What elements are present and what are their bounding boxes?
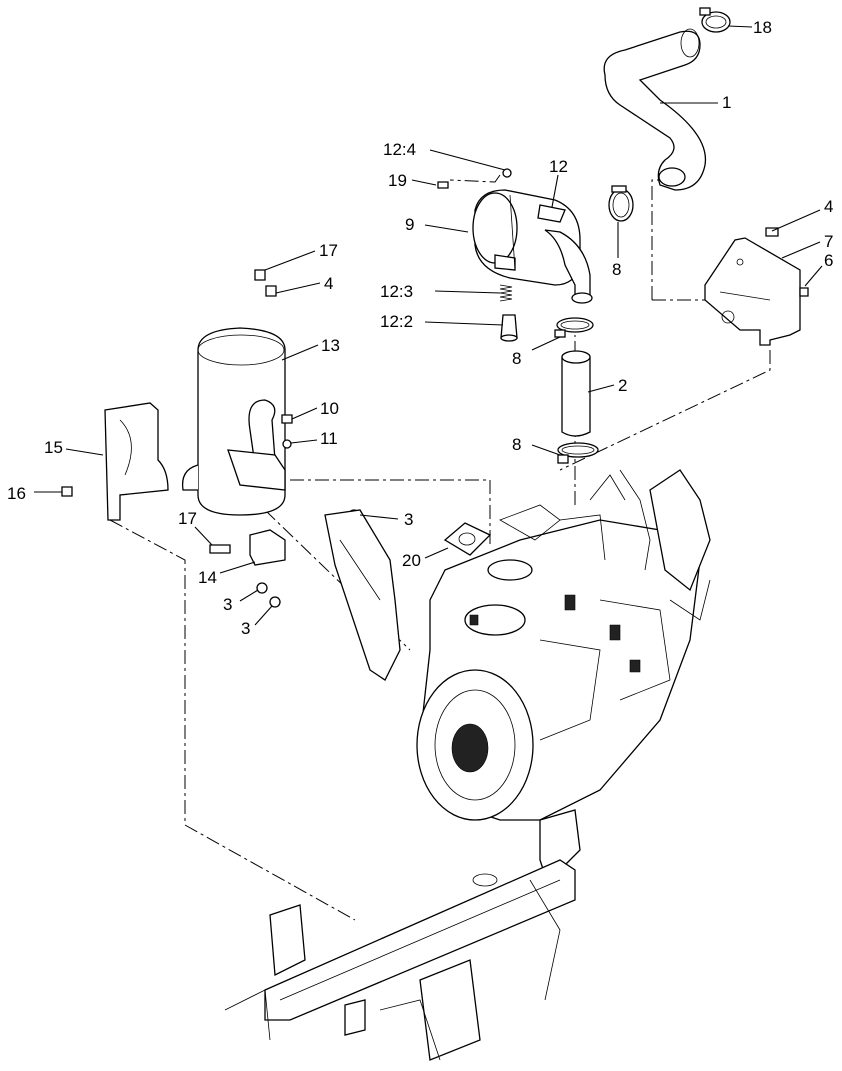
bracket-part-14 (249, 529, 286, 566)
callout-16: 16 (7, 484, 26, 503)
callout-17-lower: 17 (178, 509, 197, 528)
callout-8-middle: 8 (512, 349, 521, 368)
callout-11: 11 (320, 429, 338, 448)
hose-clamp-part-8-lower (557, 442, 599, 464)
callout-3-mid: 3 (223, 595, 232, 614)
callout-12: 12 (549, 157, 568, 176)
valve-part-12-2 (500, 314, 518, 342)
bracket-part-7 (704, 237, 801, 346)
callout-1: 1 (722, 93, 731, 112)
chassis-frame (224, 809, 581, 1061)
callout-8-upper: 8 (612, 260, 621, 279)
callout-17-upper: 17 (319, 241, 338, 260)
callout-12-4: 12:4 (383, 140, 416, 159)
callout-3-bottom: 3 (241, 619, 250, 638)
callout-14: 14 (198, 568, 217, 587)
bolt-part-16 (61, 486, 73, 497)
bolt-part-6 (799, 287, 809, 297)
callout-20: 20 (402, 551, 421, 570)
callout-4-muffler: 4 (324, 274, 333, 293)
washer-part-11 (282, 439, 292, 449)
callout-7: 7 (824, 232, 833, 251)
callout-19: 19 (388, 171, 407, 190)
callout-12-3: 12:3 (380, 282, 413, 301)
gasket-part-20 (443, 522, 492, 556)
bolt-part-10 (281, 414, 293, 424)
air-cleaner-part-9 (472, 189, 593, 304)
callout-12-2: 12:2 (380, 312, 413, 331)
nut-part-3-bottom (269, 596, 281, 608)
callout-2: 2 (618, 376, 627, 395)
washer-part-3-mid (256, 582, 268, 594)
callout-9: 9 (405, 215, 414, 234)
heat-shield-part-15 (104, 402, 169, 521)
callout-3-top: 3 (404, 510, 413, 529)
hose-clamp-part-8-upper (608, 185, 634, 222)
hose-clamp-part-18 (699, 7, 731, 33)
callout-15: 15 (44, 438, 63, 457)
bolt-part-17-lower (209, 544, 231, 554)
callout-18: 18 (753, 18, 772, 37)
callout-8-lower: 8 (512, 435, 521, 454)
bolt-part-4-muffler (265, 285, 277, 297)
bolt-part-19 (437, 181, 449, 189)
hose-clamp-part-8-middle (554, 317, 594, 338)
muffler-part-13 (181, 327, 286, 516)
callout-10: 10 (320, 399, 339, 418)
callout-4-bracket: 4 (824, 197, 833, 216)
hose-part-2 (561, 350, 591, 437)
intake-tube-part-1 (603, 28, 707, 191)
callout-6: 6 (824, 251, 833, 270)
leader-lines (34, 25, 823, 626)
bolt-part-17-upper (254, 269, 266, 281)
spring-part-12-3 (499, 284, 513, 302)
engine-assembly (324, 469, 711, 821)
nut-part-12-4 (502, 168, 512, 178)
callout-13: 13 (321, 336, 340, 355)
callout-labels: 18 1 12:4 12 19 9 8 4 7 6 17 4 12:3 12:2… (7, 18, 833, 638)
